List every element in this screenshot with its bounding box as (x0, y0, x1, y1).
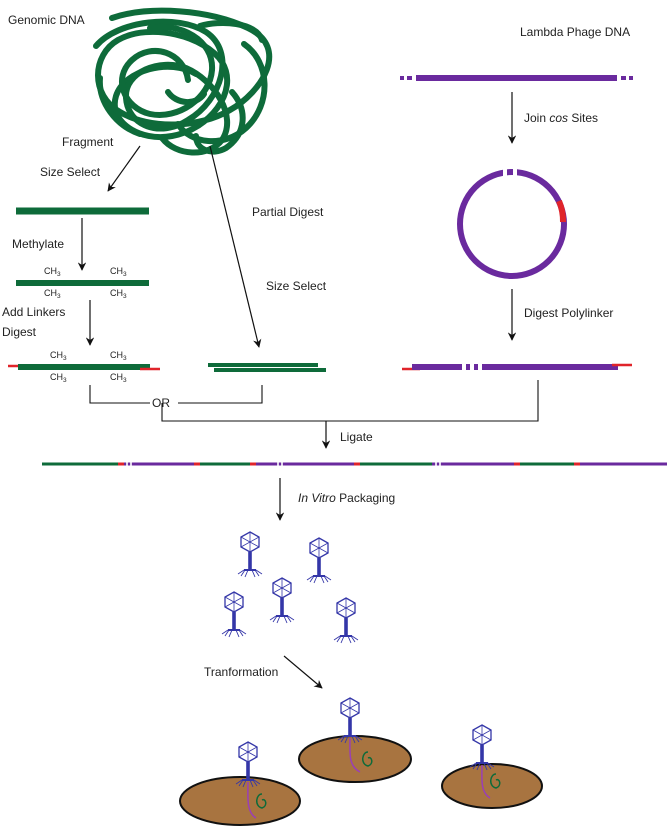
digested-lambda-arms (402, 363, 632, 371)
add-linkers-label: Add Linkers (2, 305, 65, 319)
join-cos-label: Join cos Sites (524, 111, 598, 125)
linkered-fragment: CH3 CH3 CH3 CH3 (8, 350, 160, 384)
digest-polylinker-label: Digest Polylinker (524, 306, 613, 320)
packaging-label: In Vitro Packaging (298, 491, 395, 505)
size-select-label-1: Size Select (40, 165, 101, 179)
size-select-label-2: Size Select (266, 279, 327, 293)
bacteriophage-icon (221, 591, 247, 638)
or-bracket (89, 385, 263, 404)
circular-lambda-dna-icon (457, 167, 567, 279)
transformation-label: Tranformation (204, 665, 278, 679)
svg-text:CH3: CH3 (110, 350, 127, 362)
svg-text:CH3: CH3 (44, 288, 61, 300)
partial-digest-label: Partial Digest (252, 205, 324, 219)
bacteriophage-icon (333, 597, 359, 644)
svg-text:CH3: CH3 (110, 372, 127, 384)
bacteriophage-icon (269, 577, 295, 624)
svg-text:CH3: CH3 (50, 350, 67, 362)
bacterial-cell-2 (298, 697, 412, 783)
partial-digest-arrow (209, 145, 262, 348)
digest-label: Digest (2, 325, 37, 339)
or-label: OR (152, 396, 170, 410)
transformation-arrow (283, 655, 323, 689)
svg-text:CH3: CH3 (110, 288, 127, 300)
tangled-dna-icon (93, 7, 273, 156)
lambda-dna-label: Lambda Phage DNA (520, 25, 630, 39)
partial-digest-fragment (208, 363, 326, 372)
genomic-dna-label: Genomic DNA (8, 13, 85, 27)
svg-text:CH3: CH3 (50, 372, 67, 384)
fragment-arrow (107, 145, 141, 192)
bacteriophage-icon (306, 537, 332, 584)
svg-text:CH3: CH3 (110, 266, 127, 278)
methylated-fragment: CH3 CH3 CH3 CH3 (16, 266, 149, 300)
fragment-label: Fragment (62, 135, 114, 149)
bacteriophage-icon (237, 531, 263, 578)
bacterial-cell-3 (441, 724, 543, 809)
ligate-bracket (161, 380, 539, 422)
svg-text:CH3: CH3 (44, 266, 61, 278)
concatemer-dna (42, 462, 667, 466)
methylate-label: Methylate (12, 237, 64, 251)
ligate-label: Ligate (340, 430, 373, 444)
bacterial-cell-1 (179, 741, 301, 826)
